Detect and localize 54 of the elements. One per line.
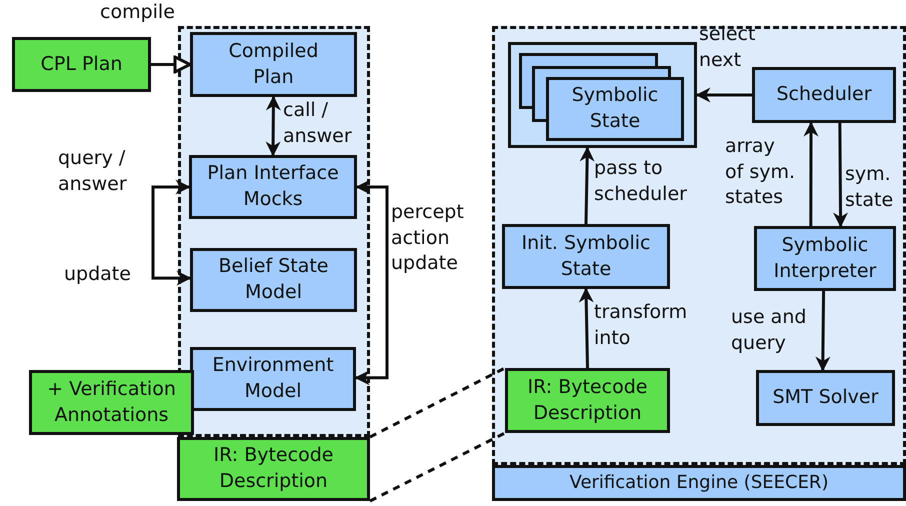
state-stack-frame [508, 42, 697, 148]
arrow [151, 56, 192, 74]
edge-label: percept action update [391, 200, 465, 276]
input-box [505, 368, 670, 433]
node-label: Belief State Model [218, 254, 330, 305]
process-box [190, 32, 357, 97]
process-box [752, 67, 896, 123]
edge-label: array of sym. states [725, 134, 796, 210]
dashed-group-frame [178, 26, 370, 437]
arrow [580, 146, 595, 224]
input-box [177, 437, 370, 501]
dashed-group-frame [492, 26, 906, 465]
node-label: SMT Solver [772, 385, 878, 410]
process-box [502, 224, 670, 289]
process-box [189, 155, 357, 219]
arrow [833, 122, 848, 228]
node-label: IR: Bytecode Description [212, 443, 334, 494]
arrow [152, 180, 192, 286]
edge-label: call / answer [283, 98, 353, 149]
node-label: Scheduler [776, 82, 872, 108]
edge-label: select next [699, 22, 756, 73]
process-box [492, 465, 906, 501]
input-box [12, 37, 151, 92]
edge-label: pass to scheduler [594, 156, 688, 207]
arrow [354, 180, 388, 386]
process-box [756, 370, 895, 426]
process-box [754, 226, 896, 291]
edge-label: transform into [594, 300, 688, 351]
node-label: CPL Plan [40, 52, 122, 77]
edge-label: use and query [731, 305, 808, 356]
zoom-guide-line [369, 366, 506, 438]
node-label: Symbolic Interpreter [772, 232, 878, 284]
process-box [546, 77, 684, 141]
zoom-guide-line [369, 432, 506, 502]
arrow [696, 88, 752, 102]
node-label: Environment Model [211, 353, 335, 404]
annotation-text: update [64, 262, 131, 287]
arrow [266, 96, 281, 156]
process-box [190, 248, 357, 312]
node-label: Verification Engine (SEECER) [570, 470, 828, 495]
edge-label: query / answer [58, 146, 128, 197]
node-label: IR: Bytecode Description [526, 374, 648, 426]
node-label: + Verification Annotations [46, 376, 177, 428]
node-label: Symbolic State [570, 83, 660, 134]
input-box [29, 370, 194, 435]
arrow [578, 288, 594, 368]
arrow [804, 122, 818, 226]
edge-label: compile [100, 0, 175, 25]
arrow [815, 290, 830, 372]
process-box [190, 347, 356, 411]
node-label: Init. Symbolic State [520, 230, 652, 282]
node-label: Compiled Plan [228, 38, 320, 90]
edge-label: sym. state [845, 162, 894, 213]
node-label: Plan Interface Mocks [206, 161, 340, 212]
